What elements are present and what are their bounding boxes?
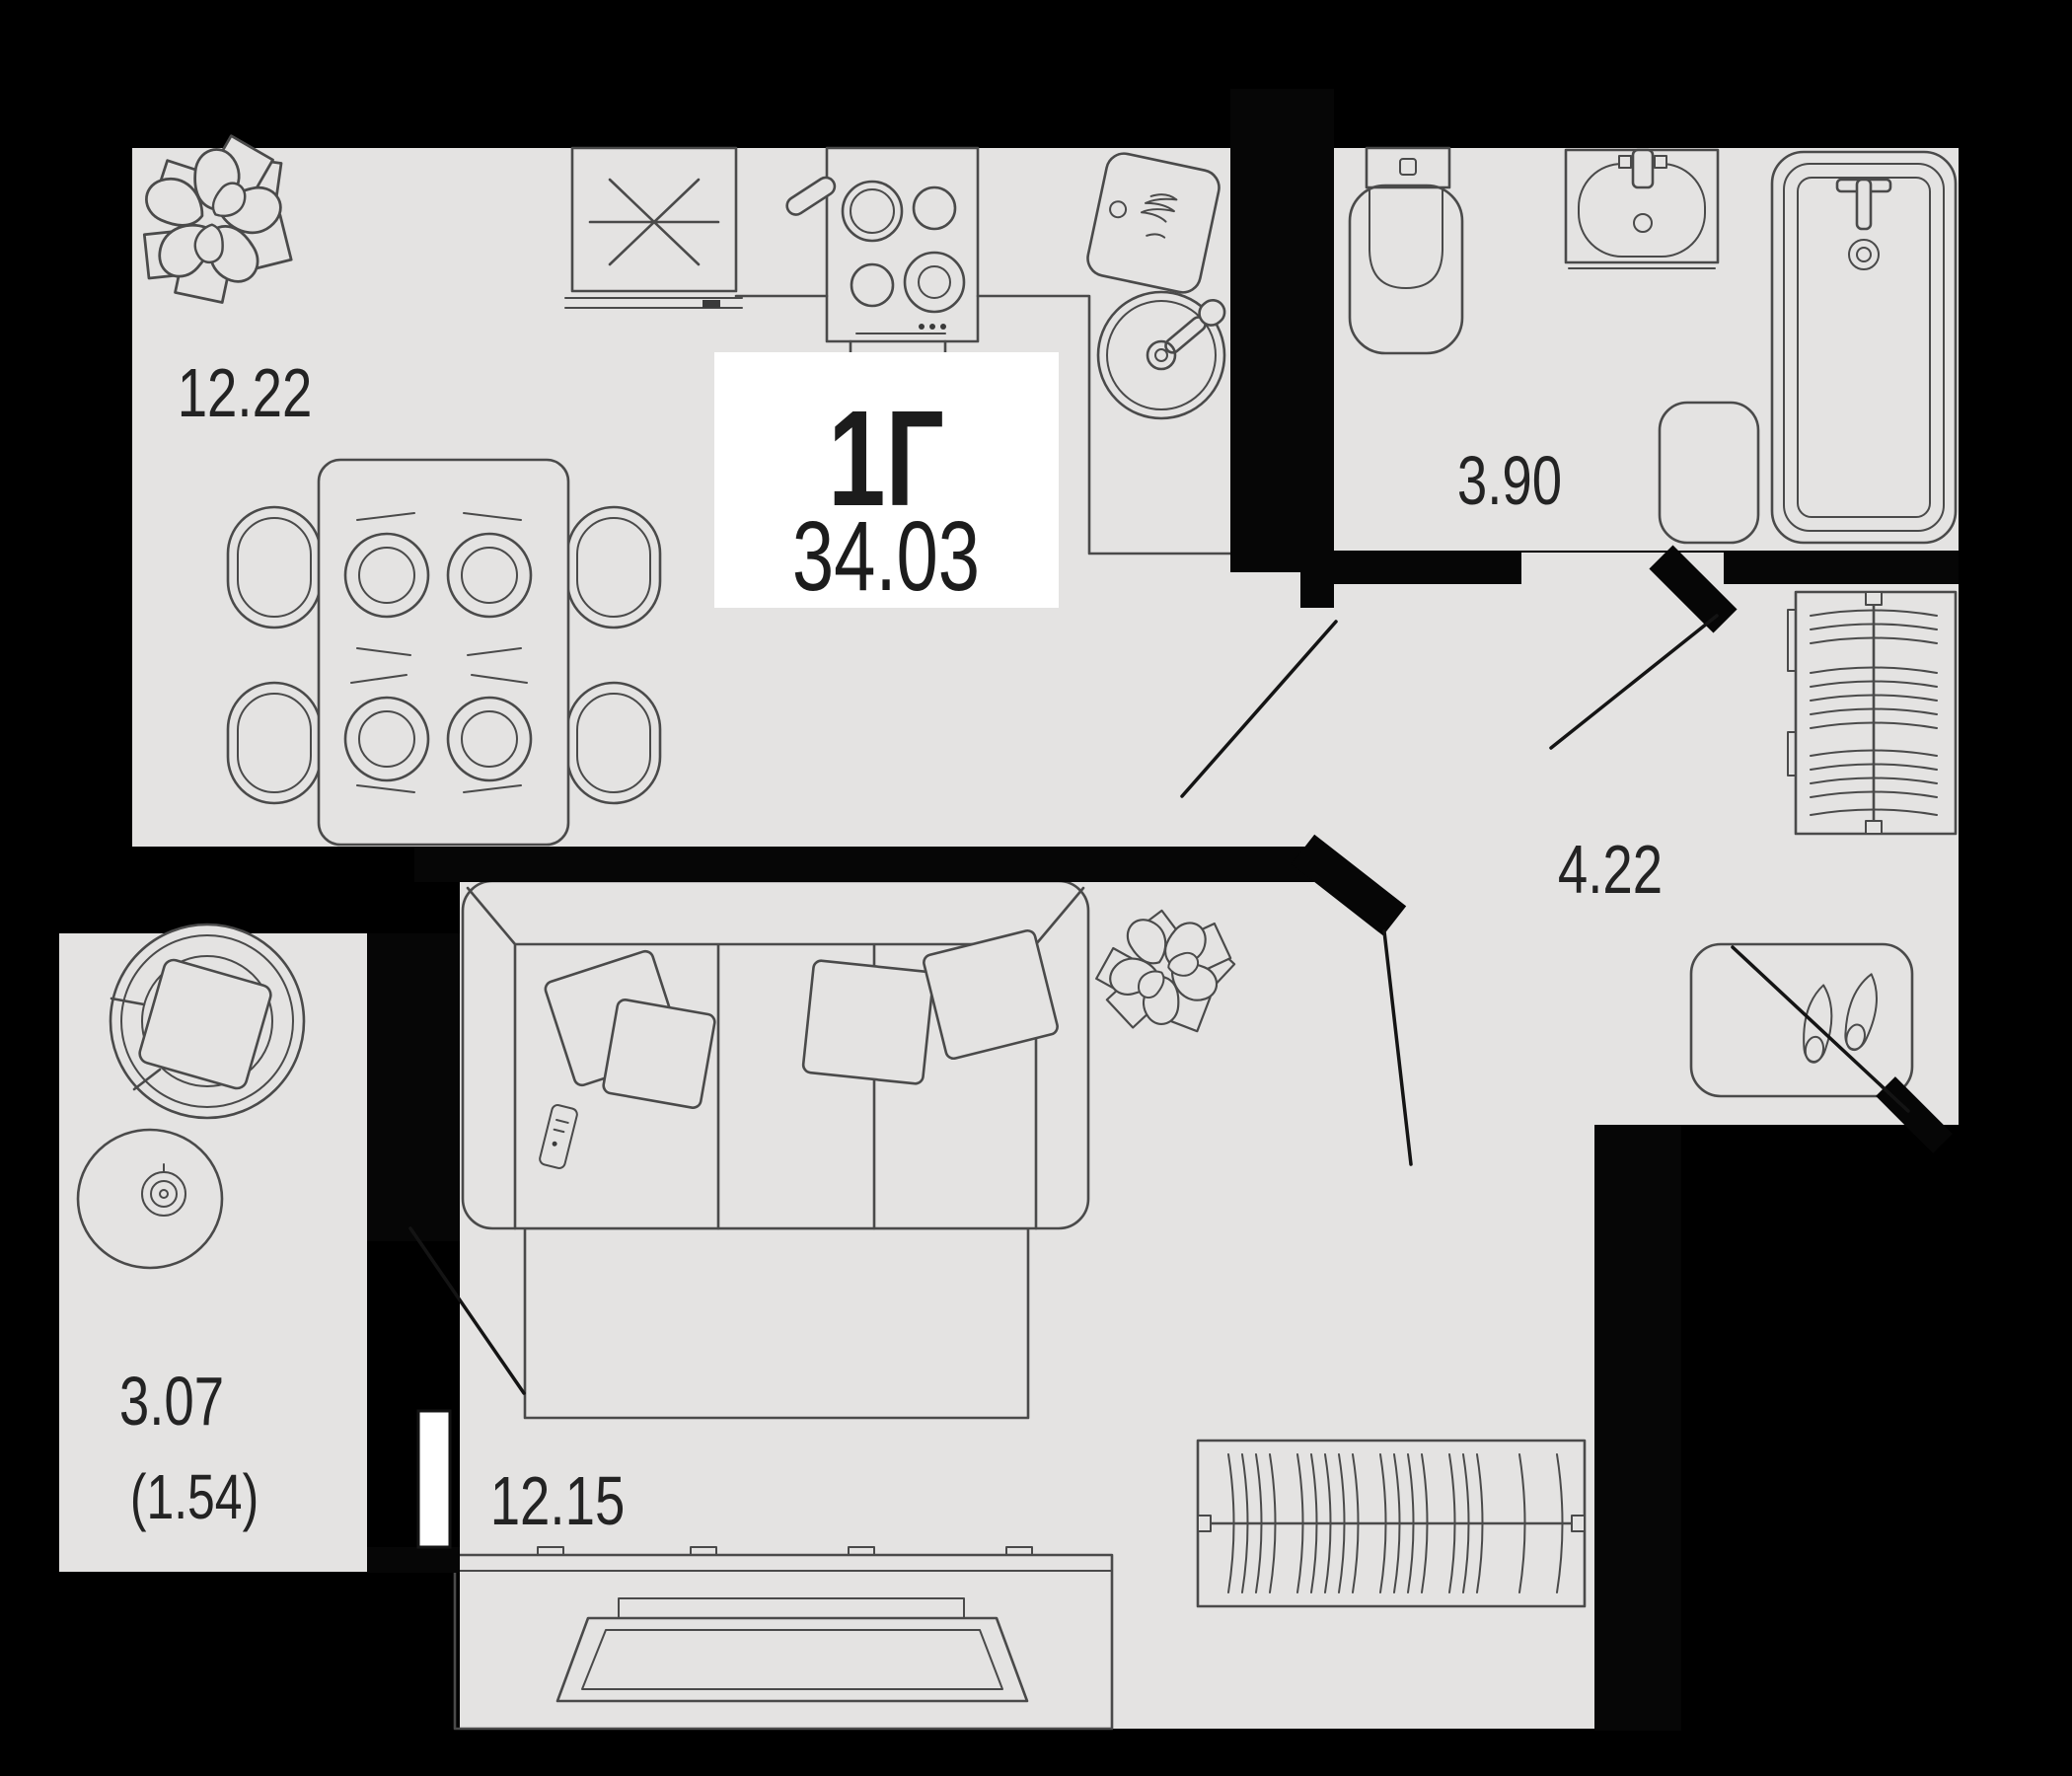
bath-mat-icon <box>1658 401 1760 545</box>
cutting-board-icon <box>1086 152 1221 294</box>
living-area-label: 12.15 <box>490 1463 626 1540</box>
dining-chair-icon <box>226 681 323 805</box>
living-room-zone <box>453 879 1587 1731</box>
pillow-icon <box>138 958 272 1090</box>
shoe-mat-icon <box>1689 942 1914 1098</box>
dining-chair-icon <box>565 681 662 805</box>
pillow-icon <box>544 928 1059 1109</box>
round-sink-icon <box>1096 290 1226 420</box>
wardrobe-hangers-icon <box>1787 590 1958 836</box>
doors <box>408 614 1910 1549</box>
bathroom-zone <box>1348 146 1958 545</box>
bathroom-area-label: 3.90 <box>1457 443 1562 520</box>
fridge-icon <box>564 146 743 309</box>
coffee-table-icon <box>76 1128 224 1270</box>
kitchen-area-label: 12.22 <box>178 355 313 432</box>
unit-area-label: 34.03 <box>792 501 980 611</box>
sofa-icon <box>461 879 1090 1230</box>
door-swing-icon <box>1731 945 1910 1113</box>
dining-table-icon <box>317 458 570 847</box>
wardrobe-hangers-icon <box>1196 1439 1587 1608</box>
pan-handle-icon <box>785 176 837 216</box>
dining-chair-icon <box>565 505 662 629</box>
door-swing-icon <box>408 1226 526 1395</box>
round-armchair-icon <box>109 923 306 1120</box>
stove-icon <box>785 146 980 364</box>
tv-icon <box>555 1597 1029 1703</box>
walls <box>367 89 1959 1731</box>
remote-icon <box>539 1104 578 1169</box>
kitchen-counter-icon <box>734 294 1232 555</box>
bathtub-icon <box>1770 150 1958 545</box>
door-swing-icon <box>1549 614 1719 750</box>
door-swing-icon <box>1180 620 1338 798</box>
washbasin-icon <box>1564 148 1720 269</box>
balcony-area-label: 3.07 <box>119 1364 224 1441</box>
balcony-weighted-area-label: (1.54) <box>130 1462 259 1532</box>
toilet-icon <box>1348 146 1464 355</box>
door-swing-icon <box>1382 929 1413 1166</box>
kitchen-zone <box>139 134 1232 847</box>
unit-card: 1Г 34.03 <box>714 352 1059 611</box>
dining-chair-icon <box>226 505 323 629</box>
unit-type-label: 1Г <box>828 382 944 534</box>
balcony-door-icon <box>416 1409 452 1549</box>
cup-icon <box>141 1163 186 1217</box>
tv-stand-icon <box>453 1546 1114 1731</box>
balcony-zone <box>76 923 306 1270</box>
hallway-zone <box>1689 590 1958 1098</box>
hallway-area-label: 4.22 <box>1558 832 1663 909</box>
